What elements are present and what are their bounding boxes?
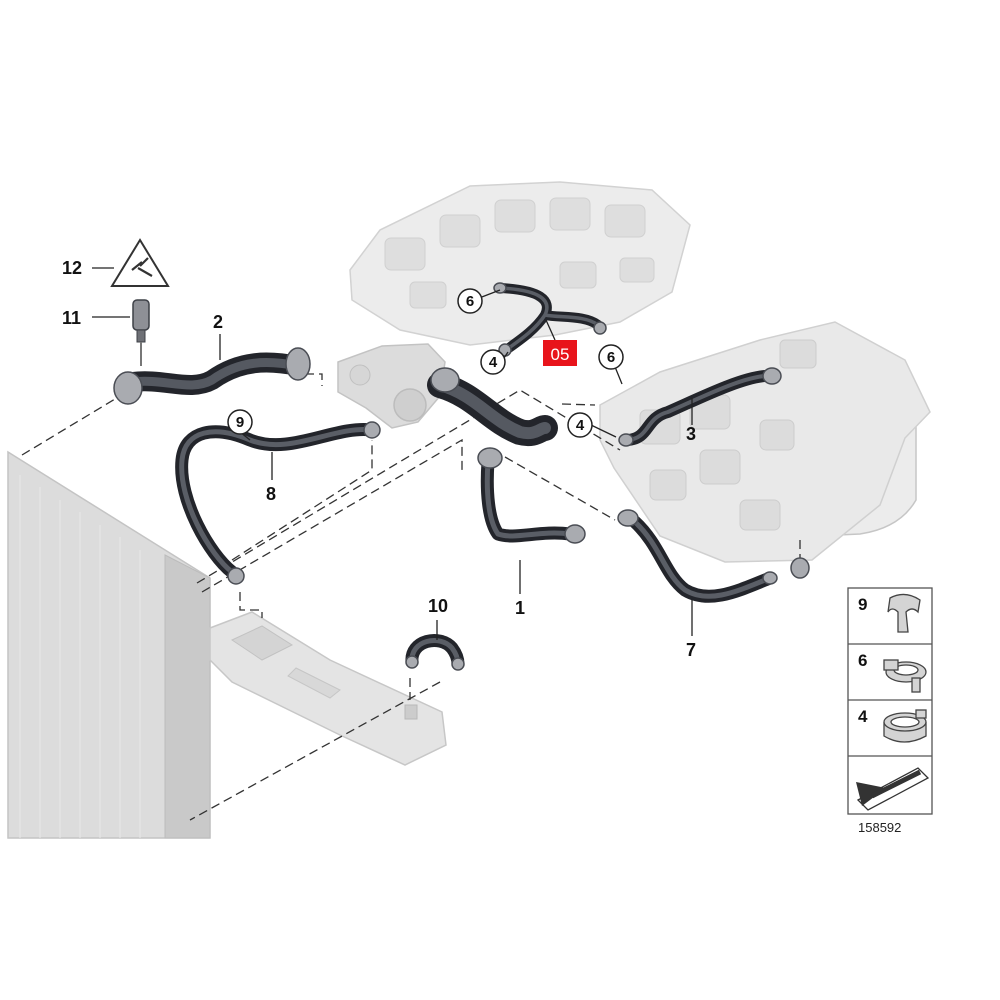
callout-4-upper: 4	[480, 349, 506, 375]
temperature-sensor	[132, 299, 150, 366]
legend-item-view	[856, 767, 930, 811]
legend-panel: 9 6 4	[847, 587, 933, 815]
part-label-1: 1	[515, 598, 525, 618]
spring-clip-icon	[887, 593, 921, 633]
svg-text:4: 4	[576, 417, 585, 434]
leader-lines	[92, 267, 693, 640]
svg-text:9: 9	[858, 595, 867, 614]
part-label-2: 2	[213, 312, 223, 332]
part-label-11: 11	[62, 308, 81, 328]
svg-text:6: 6	[607, 349, 615, 366]
clip-callouts: 9 6 4 6 4	[227, 288, 624, 438]
callout-9: 9	[227, 409, 253, 435]
part-label-3: 3	[686, 424, 696, 444]
reference-number: 158592	[858, 820, 901, 835]
callout-6-upper: 6	[457, 288, 483, 314]
part-labels: 12 11 2 8 1 10 3 7	[62, 258, 696, 660]
svg-text:05: 05	[551, 345, 570, 364]
part-label-8: 8	[266, 484, 276, 504]
band-clamp-icon	[883, 709, 927, 743]
svg-text:6: 6	[858, 651, 867, 670]
hoses	[122, 283, 777, 671]
part-label-10: 10	[428, 596, 448, 616]
svg-text:4: 4	[489, 354, 498, 371]
auxiliary-cooler	[209, 611, 447, 766]
legend-item-6: 6	[858, 651, 927, 693]
electrical-warning-icon	[110, 238, 170, 287]
callout-4-right: 4	[567, 412, 593, 438]
legend-item-4: 4	[858, 707, 927, 743]
radiator	[7, 450, 211, 839]
part-label-7: 7	[686, 640, 696, 660]
legend-item-9: 9	[858, 593, 921, 633]
hose-clamp-icon	[883, 659, 927, 693]
engine-block	[337, 181, 931, 563]
view-direction-arrow-icon	[856, 767, 930, 811]
callout-6-right: 6	[598, 344, 624, 370]
svg-text:6: 6	[466, 293, 474, 310]
part-label-12: 12	[62, 258, 82, 278]
highlighted-part-label: 05	[543, 340, 577, 366]
svg-text:4: 4	[858, 707, 868, 726]
svg-text:9: 9	[236, 414, 244, 431]
hose-fittings	[113, 282, 810, 671]
